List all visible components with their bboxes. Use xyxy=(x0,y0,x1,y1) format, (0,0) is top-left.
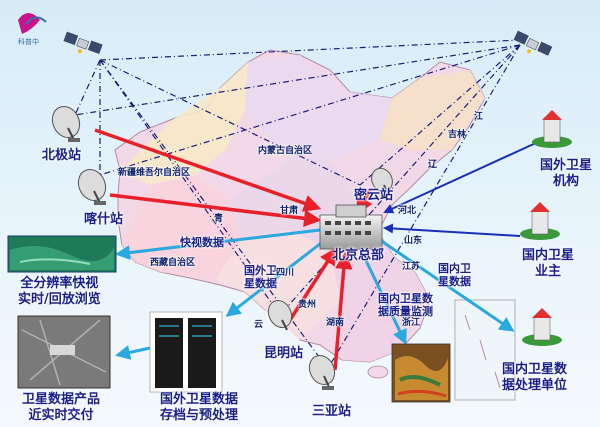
map-label-guizhou: 贵州 xyxy=(298,300,317,310)
dish-icon-miyun xyxy=(371,167,393,195)
label-hq: 北京总部 xyxy=(332,248,385,263)
org-icon-foreign xyxy=(532,110,572,148)
logo-text: 科普中 xyxy=(18,38,39,46)
map-label-neimenggu: 内蒙古自治区 xyxy=(258,146,313,156)
hq-building-icon xyxy=(319,204,383,250)
label-domestic-proc-unit: 国内卫星数据处理单位 xyxy=(502,362,568,393)
label-archive: 国外卫星数据存档与预处理 xyxy=(160,392,239,423)
map-label-qinghai: 青 xyxy=(214,214,224,224)
label-beiji-station: 北极站 xyxy=(42,148,82,163)
server-rack-image xyxy=(149,311,223,393)
map-label-heilongjiang: 江 xyxy=(474,112,484,122)
map-label-hunan: 湖南 xyxy=(326,318,345,328)
label-miyun-station: 密云站 xyxy=(354,188,394,203)
org-icon-domestic-owner xyxy=(520,202,560,240)
label-kashi-station: 喀什站 xyxy=(84,212,124,227)
quicklook-image xyxy=(7,235,117,273)
label-foreign-sat-org: 国外卫星机构 xyxy=(540,158,593,189)
map-label-jiangsu: 江苏 xyxy=(402,262,421,272)
map-label-xinjiang: 新疆维吾尔自治区 xyxy=(118,168,191,178)
label-quality-monitoring: 国内卫星数据质量监测 xyxy=(378,292,433,319)
satellite-links xyxy=(74,39,521,366)
label-domestic-sat-owner: 国内卫星业主 xyxy=(522,248,575,279)
label-quicklook: 全分辨率快视实时/回放浏览 xyxy=(18,276,101,307)
output-arrows xyxy=(115,228,515,360)
map-label-liaoning: 辽 xyxy=(428,160,438,170)
label-sanya-station: 三亚站 xyxy=(312,404,352,419)
org-arrows xyxy=(383,141,539,237)
org-icon-domestic-proc xyxy=(522,308,562,346)
map-label-sichuan: 四川 xyxy=(276,268,295,278)
map-label-shandong: 山东 xyxy=(404,236,423,246)
label-kunming-station: 昆明站 xyxy=(264,346,304,361)
quality-map-image xyxy=(391,343,451,403)
label-domestic-sat-data: 国内卫星数据 xyxy=(438,262,471,289)
logo-icon xyxy=(18,13,47,34)
map-label-zhejiang: 浙江 xyxy=(402,318,421,328)
map-label-gansu: 甘肃 xyxy=(280,206,299,216)
satellite-icon-right xyxy=(513,30,553,56)
label-quickview-data: 快视数据 xyxy=(180,236,224,249)
label-foreign-sat-data: 国外卫星数据 xyxy=(244,264,277,291)
satellite-icon-left xyxy=(63,31,103,54)
label-products: 卫星数据产品近实时交付 xyxy=(22,392,101,423)
dish-icon-sanya xyxy=(308,354,336,390)
product-image xyxy=(17,315,111,389)
dish-icon-kashi xyxy=(77,168,107,205)
map-label-jilin: 吉林 xyxy=(448,130,467,140)
dish-icon-beiji xyxy=(51,105,81,142)
map-label-hebei: 河北 xyxy=(398,206,417,216)
map-label-yunnan: 云 xyxy=(254,320,264,330)
map-label-xizang: 西藏自治区 xyxy=(150,258,196,268)
